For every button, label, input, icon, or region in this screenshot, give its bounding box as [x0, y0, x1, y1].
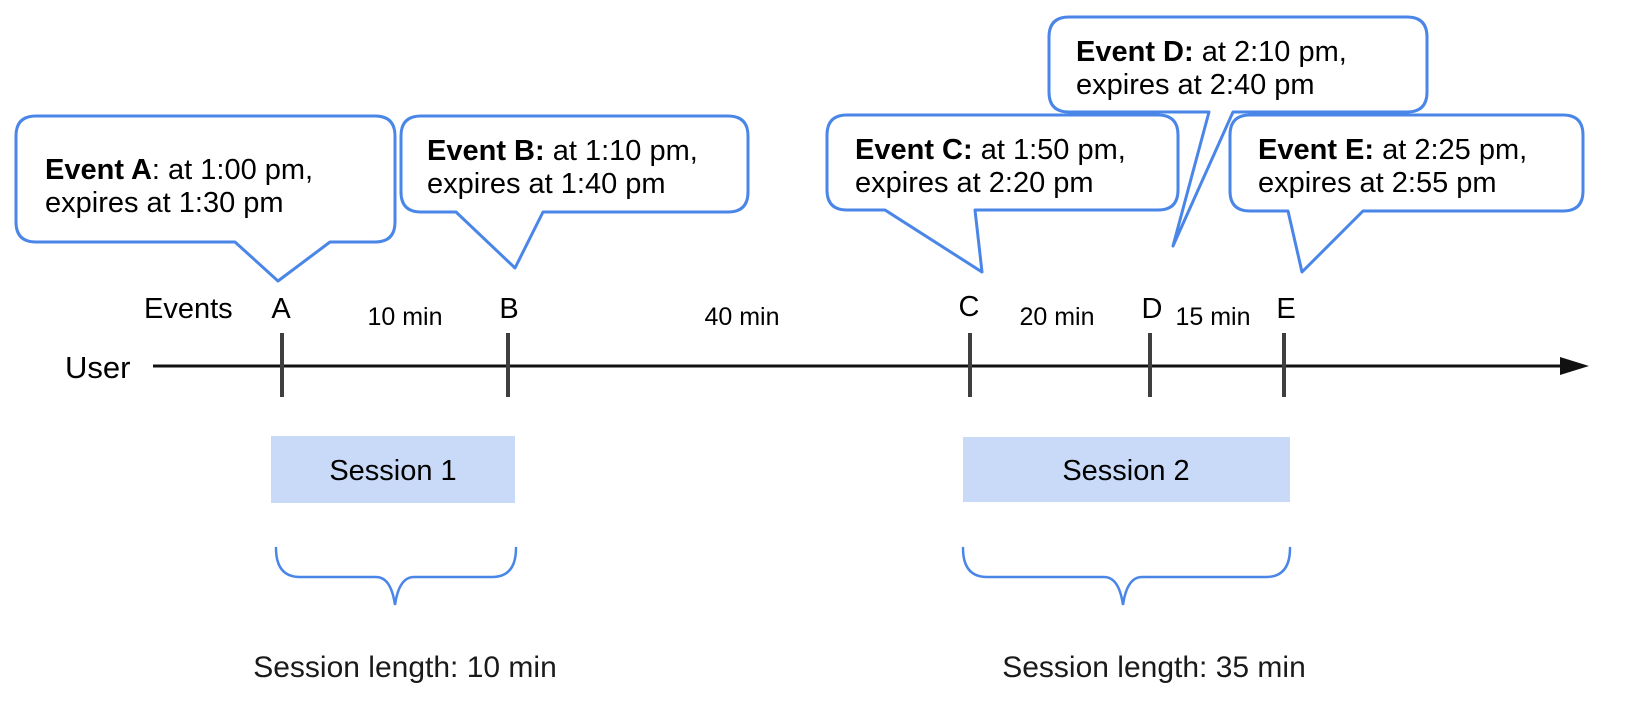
tick-label-b: B: [499, 293, 518, 325]
session-2-brace: [961, 546, 1292, 606]
event-b-callout-bubble: [399, 114, 750, 270]
event-b-callout-line2: expires at 1:40 pm: [427, 168, 666, 200]
event-c-callout-line2: expires at 2:20 pm: [855, 167, 1094, 199]
event-a-callout-bubble: [14, 114, 397, 283]
event-b-callout-line1: Event B: at 1:10 pm,: [427, 135, 698, 167]
interval-label-a-b: 10 min: [367, 303, 442, 331]
tick-label-c: C: [959, 291, 980, 323]
interval-label-c-d: 20 min: [1019, 303, 1094, 331]
event-d-callout-line2: expires at 2:40 pm: [1076, 69, 1315, 101]
event-d-callout: Event D: at 2:10 pm, expires at 2:40 pm: [1047, 15, 1429, 248]
session-2-label: Session 2: [1062, 455, 1189, 487]
session-1-box: [271, 436, 515, 503]
tick-label-d: D: [1142, 293, 1163, 325]
event-a-callout-line1: Event A: at 1:00 pm,: [45, 154, 313, 186]
event-d-callout-bubble: [1047, 15, 1429, 248]
session-1-group: Session 1 Session length: 10 min: [253, 436, 557, 684]
event-a-callout: Event A: at 1:00 pm, expires at 1:30 pm: [14, 114, 397, 283]
events-axis-label: Events: [144, 293, 233, 325]
event-c-callout-bubble: [825, 113, 1180, 274]
event-e-callout-line1: Event E: at 2:25 pm,: [1258, 134, 1527, 166]
event-e-callout-bubble: [1228, 113, 1585, 274]
interval-label-d-e: 15 min: [1175, 303, 1250, 331]
interval-label-b-c: 40 min: [704, 303, 779, 331]
session-1-label: Session 1: [329, 455, 456, 487]
user-axis-label: User: [65, 350, 130, 385]
tick-label-a: A: [271, 293, 291, 325]
session-2-length-label: Session length: 35 min: [1002, 651, 1306, 684]
event-d-callout-line1: Event D: at 2:10 pm,: [1076, 36, 1347, 68]
event-a-callout-line2: expires at 1:30 pm: [45, 187, 284, 219]
event-e-callout: Event E: at 2:25 pm, expires at 2:55 pm: [1228, 113, 1585, 274]
session-2-box: [963, 437, 1290, 502]
session-1-brace: [274, 546, 518, 606]
tick-label-e: E: [1276, 293, 1295, 325]
timeline-arrowhead-icon: [1560, 357, 1589, 375]
event-b-callout: Event B: at 1:10 pm, expires at 1:40 pm: [399, 114, 750, 270]
event-c-callout: Event C: at 1:50 pm, expires at 2:20 pm: [825, 113, 1180, 274]
event-c-callout-line1: Event C: at 1:50 pm,: [855, 134, 1126, 166]
event-e-callout-line2: expires at 2:55 pm: [1258, 167, 1497, 199]
session-2-group: Session 2 Session length: 35 min: [961, 437, 1306, 684]
session-1-length-label: Session length: 10 min: [253, 651, 557, 684]
